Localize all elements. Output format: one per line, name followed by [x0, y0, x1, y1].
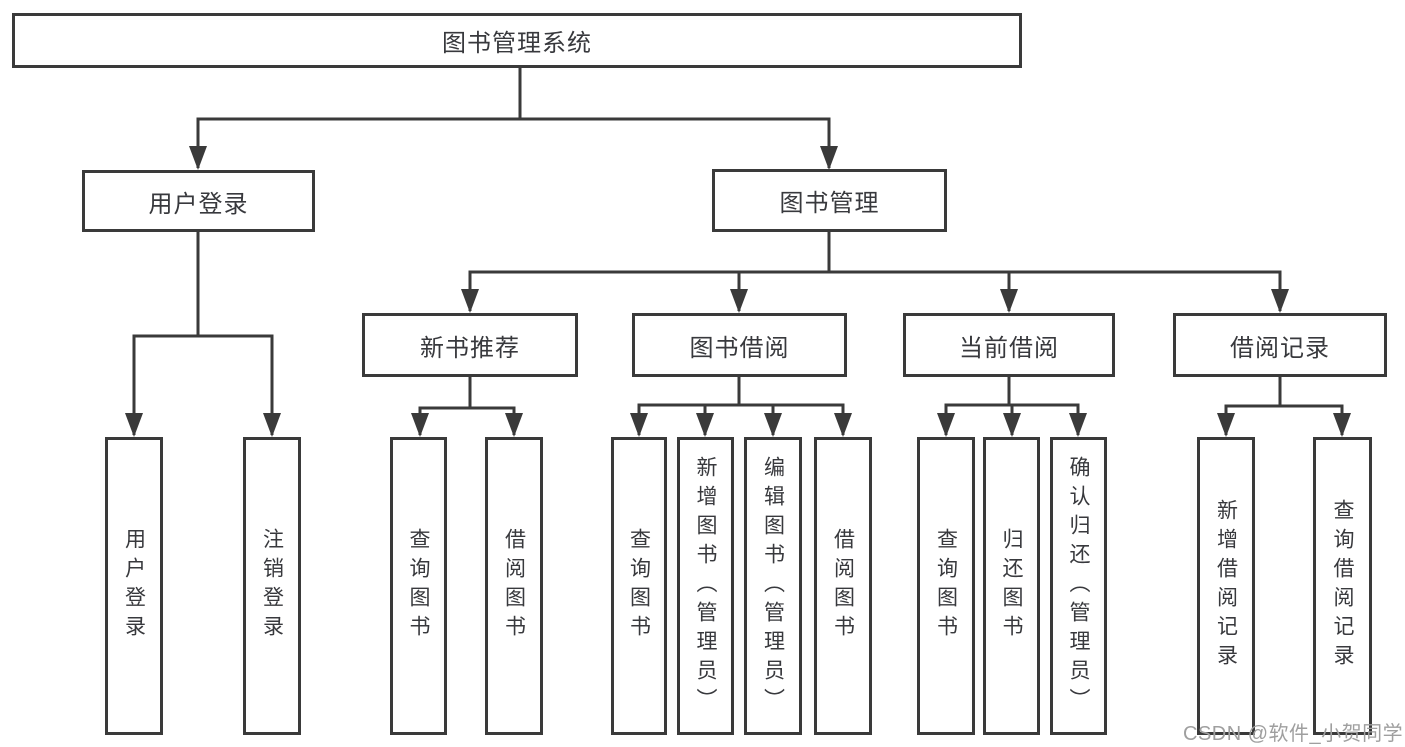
node-new-book-recommend: 新书推荐 — [362, 313, 578, 377]
leaf-query-books-borrow: 查询图书 — [611, 437, 667, 735]
node-user-login: 用户登录 — [82, 170, 315, 232]
csdn-watermark: CSDN @软件_小贺同学 — [1183, 723, 1404, 745]
leaf-return-book: 归还图书 — [983, 437, 1040, 735]
leaf-add-borrow-record: 新增借阅记录 — [1197, 437, 1255, 735]
leaf-query-books-current: 查询图书 — [917, 437, 975, 735]
node-book-management: 图书管理 — [712, 169, 947, 232]
leaf-borrow-books-borrow: 借阅图书 — [814, 437, 872, 735]
leaf-edit-book-admin: 编辑图书（管理员） — [744, 437, 802, 735]
node-library-system: 图书管理系统 — [12, 13, 1022, 68]
node-borrow-records: 借阅记录 — [1173, 313, 1387, 377]
leaf-logout: 注销登录 — [243, 437, 301, 735]
leaf-query-books-recommend: 查询图书 — [390, 437, 447, 735]
leaf-user-login: 用户登录 — [105, 437, 163, 735]
node-book-borrow: 图书借阅 — [632, 313, 847, 377]
leaf-add-book-admin: 新增图书（管理员） — [677, 437, 734, 735]
leaf-confirm-return-admin: 确认归还（管理员） — [1050, 437, 1107, 735]
leaf-query-borrow-record: 查询借阅记录 — [1313, 437, 1372, 735]
node-current-borrow: 当前借阅 — [903, 313, 1115, 377]
leaf-borrow-books-recommend: 借阅图书 — [485, 437, 543, 735]
connector-trunks — [132, 66, 1344, 410]
